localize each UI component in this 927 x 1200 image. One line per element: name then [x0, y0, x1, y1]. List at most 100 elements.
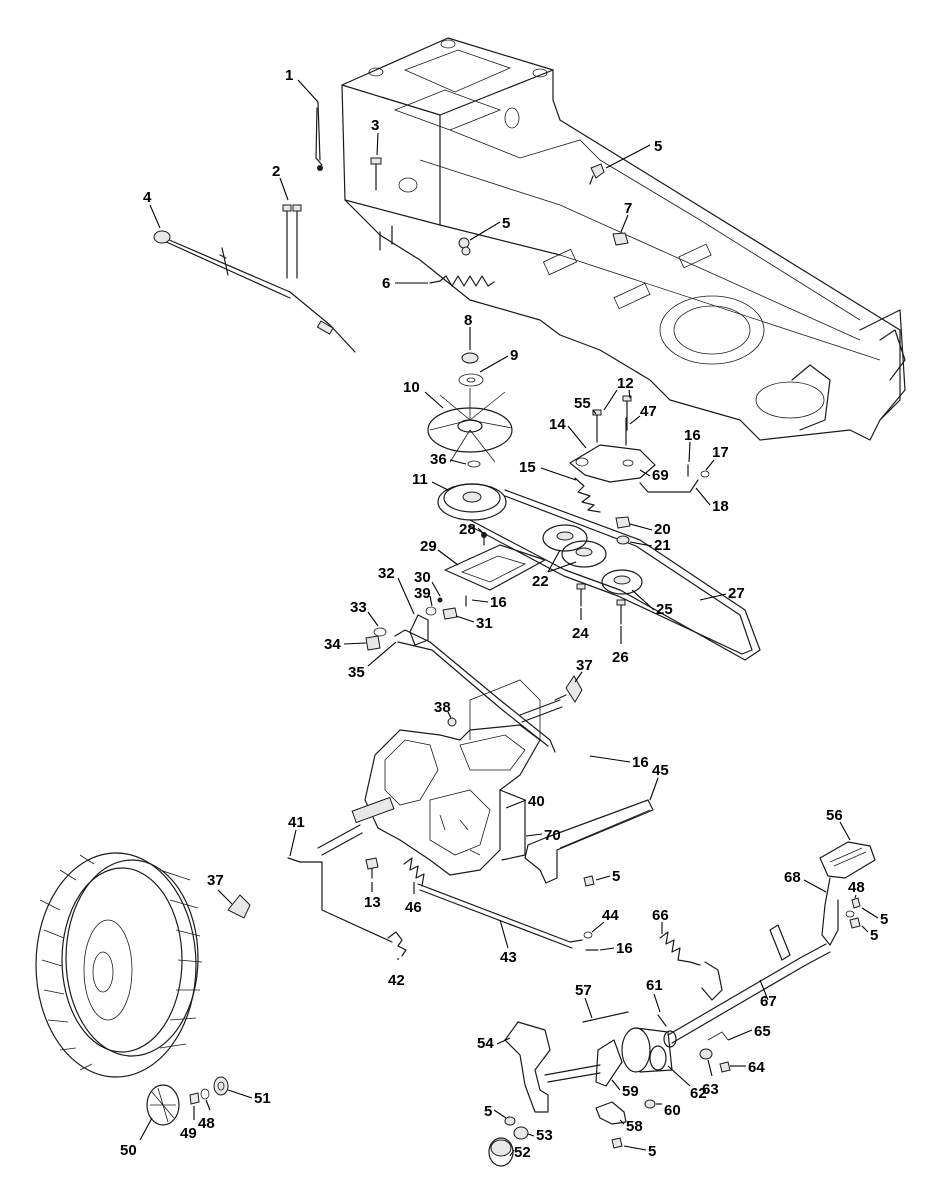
- callout-4: 4: [143, 189, 161, 229]
- svg-text:45: 45: [652, 762, 669, 779]
- parts-top: [153, 101, 629, 353]
- callout-61: 61: [646, 977, 663, 1013]
- callout-12: 12: [603, 375, 634, 411]
- svg-text:24: 24: [572, 625, 589, 642]
- svg-text:60: 60: [664, 1102, 681, 1119]
- svg-text:6: 6: [382, 275, 390, 292]
- callout-5-pedal-mid: 5: [861, 925, 878, 944]
- callout-21: 21: [629, 537, 671, 554]
- callout-17: 17: [705, 444, 729, 471]
- svg-text:14: 14: [549, 416, 566, 433]
- svg-text:31: 31: [476, 615, 493, 632]
- callout-40: 40: [505, 793, 545, 810]
- svg-text:5: 5: [502, 215, 510, 232]
- svg-text:10: 10: [403, 379, 420, 396]
- callout-5-bottom-left: 5: [484, 1103, 507, 1120]
- svg-text:17: 17: [712, 444, 729, 461]
- pedal-assembly: [488, 841, 876, 1167]
- callout-16-trans: 16: [589, 754, 649, 771]
- callout-68: 68: [784, 869, 827, 893]
- callout-25: 25: [631, 589, 673, 618]
- callout-10: 10: [403, 379, 444, 409]
- svg-text:16: 16: [490, 594, 507, 611]
- svg-text:48: 48: [848, 879, 865, 896]
- callout-47: 47: [629, 403, 657, 425]
- svg-text:5: 5: [880, 911, 888, 928]
- callout-57: 57: [575, 982, 593, 1019]
- callout-37-lower: 37: [207, 872, 233, 905]
- svg-text:25: 25: [656, 601, 673, 618]
- svg-text:3: 3: [371, 117, 379, 134]
- svg-text:52: 52: [514, 1144, 531, 1161]
- callout-28: 28: [459, 521, 485, 538]
- callout-3: 3: [371, 117, 379, 156]
- callout-48-wheel: 48: [198, 1099, 215, 1132]
- callout-13: 13: [364, 882, 381, 911]
- svg-text:18: 18: [712, 498, 729, 515]
- callout-16-lower: 16: [599, 940, 633, 957]
- callout-45: 45: [649, 762, 669, 801]
- callout-42: 42: [388, 958, 405, 989]
- callout-5-bracket: 5: [595, 868, 620, 885]
- callout-66: 66: [652, 907, 669, 934]
- svg-text:67: 67: [760, 993, 777, 1010]
- svg-text:35: 35: [348, 664, 365, 681]
- callout-55: 55: [574, 395, 597, 415]
- callout-50: 50: [120, 1117, 153, 1159]
- svg-text:50: 50: [120, 1142, 137, 1159]
- svg-text:57: 57: [575, 982, 592, 999]
- svg-text:36: 36: [430, 451, 447, 468]
- svg-text:38: 38: [434, 699, 451, 716]
- callout-32: 32: [378, 565, 415, 615]
- callout-20: 20: [629, 521, 671, 538]
- svg-text:56: 56: [826, 807, 843, 824]
- callout-69: 69: [639, 467, 669, 484]
- fan-and-pulley-stack: [427, 352, 761, 661]
- callout-59: 59: [611, 1079, 639, 1100]
- svg-text:21: 21: [654, 537, 671, 554]
- callout-27: 27: [699, 585, 745, 602]
- callout-48-pedal: 48: [848, 879, 865, 899]
- svg-text:12: 12: [617, 375, 634, 392]
- svg-text:43: 43: [500, 949, 517, 966]
- callout-29: 29: [420, 538, 459, 566]
- svg-text:42: 42: [388, 972, 405, 989]
- callout-51: 51: [227, 1089, 271, 1107]
- callout-52: 52: [509, 1144, 531, 1161]
- svg-text:49: 49: [180, 1125, 197, 1142]
- callout-14: 14: [549, 416, 587, 449]
- svg-text:16: 16: [684, 427, 701, 444]
- svg-text:5: 5: [612, 868, 620, 885]
- callout-8: 8: [464, 312, 472, 350]
- svg-text:8: 8: [464, 312, 472, 329]
- callout-16-rod: 16: [684, 427, 701, 463]
- svg-text:47: 47: [640, 403, 657, 420]
- callout-16-mid: 16: [471, 594, 507, 611]
- callout-31: 31: [455, 615, 493, 632]
- callout-5-bottom-right: 5: [623, 1143, 656, 1160]
- svg-text:41: 41: [288, 814, 305, 831]
- svg-text:15: 15: [519, 459, 536, 476]
- callout-35: 35: [348, 641, 397, 681]
- callout-1: 1: [285, 67, 319, 103]
- svg-text:5: 5: [484, 1103, 492, 1120]
- svg-text:64: 64: [748, 1059, 765, 1076]
- svg-text:32: 32: [378, 565, 395, 582]
- svg-text:34: 34: [324, 636, 341, 653]
- svg-text:22: 22: [532, 573, 549, 590]
- svg-text:48: 48: [198, 1115, 215, 1132]
- svg-text:28: 28: [459, 521, 476, 538]
- svg-text:61: 61: [646, 977, 663, 994]
- callout-34: 34: [324, 636, 367, 653]
- svg-text:30: 30: [414, 569, 431, 586]
- callout-60: 60: [656, 1102, 681, 1119]
- callout-5-pedal-top: 5: [861, 907, 888, 928]
- svg-text:20: 20: [654, 521, 671, 538]
- callout-41: 41: [288, 814, 305, 857]
- svg-text:2: 2: [272, 163, 280, 180]
- callout-18: 18: [695, 487, 729, 515]
- callout-15: 15: [519, 459, 577, 481]
- callout-5-mid: 5: [469, 215, 510, 241]
- svg-text:13: 13: [364, 894, 381, 911]
